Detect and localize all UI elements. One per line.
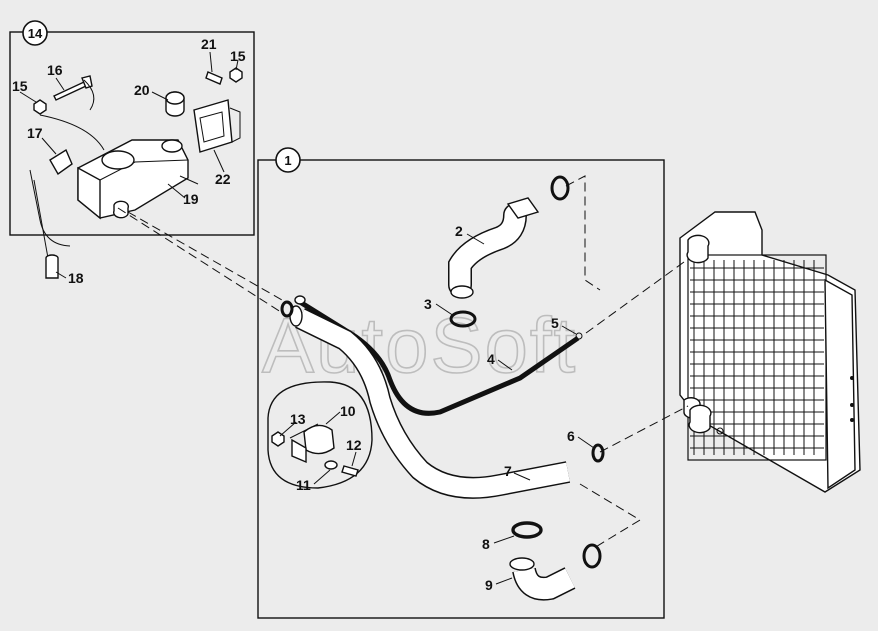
nut-15a — [33, 99, 47, 115]
bolt-21 — [205, 71, 223, 85]
callout-17: 17 — [27, 125, 43, 141]
callout-7: 7 — [504, 463, 512, 479]
callout-2: 2 — [455, 223, 463, 239]
callout-18: 18 — [68, 270, 84, 286]
group-1-frame: 1 — [257, 147, 665, 619]
nut-15b — [229, 67, 243, 83]
bracket-22 — [193, 99, 241, 153]
callout-4: 4 — [487, 351, 495, 367]
callout-22: 22 — [215, 171, 231, 187]
callout-11: 11 — [296, 477, 311, 493]
bracket-17 — [49, 148, 73, 176]
group-14-frame: 14 — [9, 20, 255, 236]
bolt-16 — [53, 75, 93, 101]
callout-15-left: 15 — [12, 78, 28, 94]
callout-10: 10 — [340, 403, 356, 419]
callout-21: 21 — [201, 36, 217, 52]
callout-15-right: 15 — [230, 48, 246, 64]
callout-12: 12 — [346, 437, 362, 453]
hose-9 — [509, 557, 576, 601]
callout-5: 5 — [551, 315, 559, 331]
callout-9: 9 — [485, 577, 493, 593]
callout-3: 3 — [424, 296, 432, 312]
group-1-label: 1 — [284, 153, 291, 168]
cap-20 — [165, 91, 185, 117]
callout-6: 6 — [567, 428, 575, 444]
callout-8: 8 — [482, 536, 490, 552]
callout-16: 16 — [47, 62, 63, 78]
clamp-lower-right — [582, 543, 602, 569]
radiator — [679, 211, 861, 493]
clamp-upper-left — [280, 300, 294, 318]
callout-20: 20 — [134, 82, 150, 98]
callouts: 2 3 4 5 6 7 8 9 10 11 12 13 15 15 16 17 … — [12, 36, 575, 593]
hose-2 — [448, 197, 540, 299]
callout-19: 19 — [183, 191, 199, 207]
expansion-tank — [77, 139, 199, 220]
clamp-6 — [591, 443, 605, 463]
clamp-3 — [449, 310, 477, 328]
bolt-18 — [45, 254, 59, 279]
clamp-upper — [550, 175, 570, 201]
clamp-5 — [575, 332, 583, 340]
group-14-label: 14 — [28, 26, 43, 41]
leader-lines — [19, 51, 595, 585]
strap-lines — [29, 79, 105, 259]
callout-13: 13 — [290, 411, 306, 427]
clamp-8 — [511, 521, 543, 539]
clip-detail-circle — [267, 381, 373, 489]
connection-lines — [117, 175, 689, 549]
